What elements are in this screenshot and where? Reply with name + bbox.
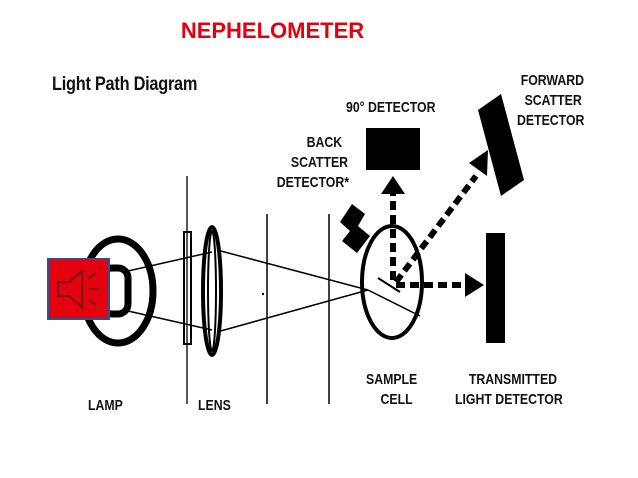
transmitted-ray [367,289,421,317]
label-ninety-degree-detector: 90° DETECTOR [346,99,436,116]
dust-dot [261,292,265,296]
label-sample-cell: SAMPLE CELL [366,371,418,408]
label-forward-scatter-detector: FORWARD SCATTER DETECTOR [517,72,585,129]
ninety-scatter-arrow [381,176,405,280]
label-back-scatter-detector: BACK SCATTER DETECTOR* [276,134,350,191]
label-lamp: LAMP [88,397,123,414]
back-scatter-detector [340,204,370,253]
transmitted-arrow [396,273,484,297]
label-lens: LENS [198,397,231,414]
cell-scatter-mark [377,277,401,293]
audio-button[interactable] [47,258,110,320]
diagram-title: Light Path Diagram [52,74,198,95]
sample-cell [360,224,424,340]
light-beam-to-lens [127,251,213,331]
aperture-holder [183,231,192,345]
ninety-degree-detector [366,128,420,170]
light-beam-to-cell [216,249,369,333]
forward-scatter-arrow [393,150,488,284]
speaker-icon [57,268,99,310]
lens [201,225,223,357]
label-transmitted-light-detector: TRANSMITTED LIGHT DETECTOR [455,371,563,408]
transmitted-light-detector [486,233,505,343]
forward-scatter-detector [478,94,524,196]
slide-title: NEPHELOMETER [180,18,365,43]
